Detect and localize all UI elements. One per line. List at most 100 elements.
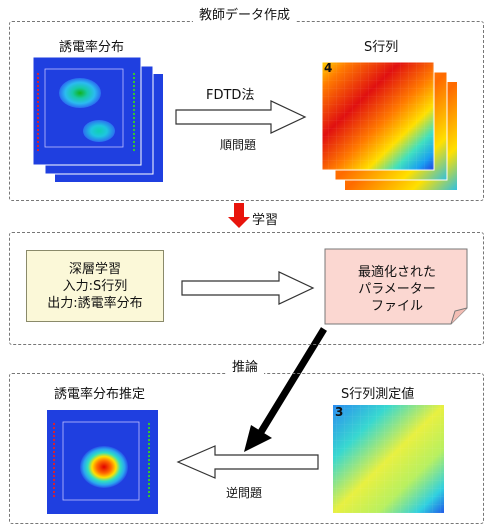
- sensor-dot: [36, 84, 40, 88]
- sensor-dot: [36, 88, 40, 92]
- sensor-dot: [52, 490, 56, 494]
- sensor-dot: [52, 454, 56, 458]
- permittivity-label: 誘電率分布: [59, 40, 125, 55]
- sensor-dot: [132, 108, 136, 112]
- estimated-sensor-array-red: [52, 422, 56, 498]
- sensor-dot: [132, 84, 136, 88]
- s-matrix-label: S行列: [364, 40, 399, 55]
- sensor-dot: [132, 100, 136, 104]
- sensor-dot: [132, 128, 136, 132]
- sensor-dot: [52, 458, 56, 462]
- sensor-dot: [132, 140, 136, 144]
- sensor-dot: [132, 88, 136, 92]
- fdtd-label: FDTD法: [206, 88, 255, 103]
- sensor-dot: [36, 112, 40, 116]
- sensor-dot: [147, 446, 151, 450]
- dielectric-blob-upper: [59, 78, 101, 108]
- sensor-dot: [52, 422, 56, 426]
- deep-learning-line-1: 深層学習: [68, 261, 121, 277]
- inference-arrow: [258, 327, 327, 434]
- estimated-permittivity-label: 誘電率分布推定: [54, 387, 146, 402]
- sensor-dot: [132, 72, 136, 76]
- sensor-dot: [52, 450, 56, 454]
- inverse-problem-arrow: [176, 445, 319, 479]
- learning-arrow: [228, 203, 250, 228]
- sensor-dot: [132, 144, 136, 148]
- estimated-dielectric-blob: [80, 446, 128, 488]
- sensor-dot: [36, 128, 40, 132]
- sensor-dot: [147, 494, 151, 498]
- forward-problem-label: 順問題: [220, 138, 257, 152]
- inverse-problem-label: 逆問題: [226, 486, 263, 500]
- sensor-dot: [132, 148, 136, 152]
- fdtd-arrow: [175, 100, 307, 134]
- dielectric-blob-lower: [83, 120, 115, 142]
- sensor-dot: [147, 478, 151, 482]
- sensor-dot: [132, 116, 136, 120]
- sensor-dot: [147, 422, 151, 426]
- parameter-file-line-3: ファイル: [370, 299, 423, 314]
- sensor-dot: [36, 132, 40, 136]
- sensor-dot: [132, 136, 136, 140]
- sensor-dot: [52, 442, 56, 446]
- sensor-dot: [36, 140, 40, 144]
- sensor-dot: [52, 486, 56, 490]
- sensor-dot: [52, 474, 56, 478]
- deep-learning-box: 深層学習 入力:S行列 出力:誘電率分布: [26, 250, 164, 322]
- sensor-dot: [36, 80, 40, 84]
- parameter-file-line-2: パラメーター: [358, 282, 436, 297]
- sensor-dot: [52, 494, 56, 498]
- sensor-dot: [52, 430, 56, 434]
- sensor-dot: [147, 450, 151, 454]
- sensor-dot: [147, 458, 151, 462]
- sensor-dot: [147, 490, 151, 494]
- measured-matrix-index: 3: [335, 405, 344, 419]
- inference-title: 推論: [226, 356, 265, 375]
- sensor-dot: [147, 430, 151, 434]
- sensor-dot: [36, 92, 40, 96]
- sensor-dot: [36, 120, 40, 124]
- sensor-dot: [36, 100, 40, 104]
- sensor-dot: [147, 434, 151, 438]
- sensor-dot: [132, 92, 136, 96]
- sensor-dot: [52, 482, 56, 486]
- s-matrix-index: 4: [324, 61, 333, 75]
- sensor-dot: [132, 120, 136, 124]
- sensor-dot: [147, 482, 151, 486]
- measured-s-matrix-label: S行列測定値: [341, 387, 415, 402]
- sensor-dot: [36, 124, 40, 128]
- sensor-dot: [147, 442, 151, 446]
- permittivity-map-front: [32, 56, 142, 166]
- sensor-dot: [132, 76, 136, 80]
- training-data-title: 教師データ作成: [193, 4, 297, 23]
- sensor-dot: [52, 434, 56, 438]
- sensor-dot: [147, 470, 151, 474]
- estimated-sensor-array-green: [147, 422, 151, 498]
- deep-learning-line-3: 出力:誘電率分布: [47, 295, 143, 311]
- deep-learning-line-2: 入力:S行列: [62, 278, 128, 294]
- sensor-dot: [52, 426, 56, 430]
- sensor-dot: [52, 466, 56, 470]
- learning-section: [9, 232, 484, 345]
- sensor-dot: [52, 462, 56, 466]
- sensor-dot: [36, 108, 40, 112]
- sensor-dot: [147, 474, 151, 478]
- sensor-dot: [132, 80, 136, 84]
- sensor-dot: [36, 116, 40, 120]
- sensor-dot: [147, 426, 151, 430]
- parameter-arrow: [181, 271, 315, 305]
- sensor-array-green: [132, 72, 136, 152]
- sensor-dot: [36, 76, 40, 80]
- learning-label: 学習: [252, 213, 279, 228]
- sensor-dot: [52, 470, 56, 474]
- parameter-file-text: 最適化された パラメーター ファイル: [327, 264, 467, 315]
- parameter-file-line-1: 最適化された: [357, 265, 436, 280]
- sensor-dot: [147, 466, 151, 470]
- sensor-dot: [36, 104, 40, 108]
- sensor-dot: [36, 136, 40, 140]
- sensor-dot: [147, 438, 151, 442]
- sensor-dot: [132, 132, 136, 136]
- sensor-dot: [52, 478, 56, 482]
- sensor-dot: [132, 96, 136, 100]
